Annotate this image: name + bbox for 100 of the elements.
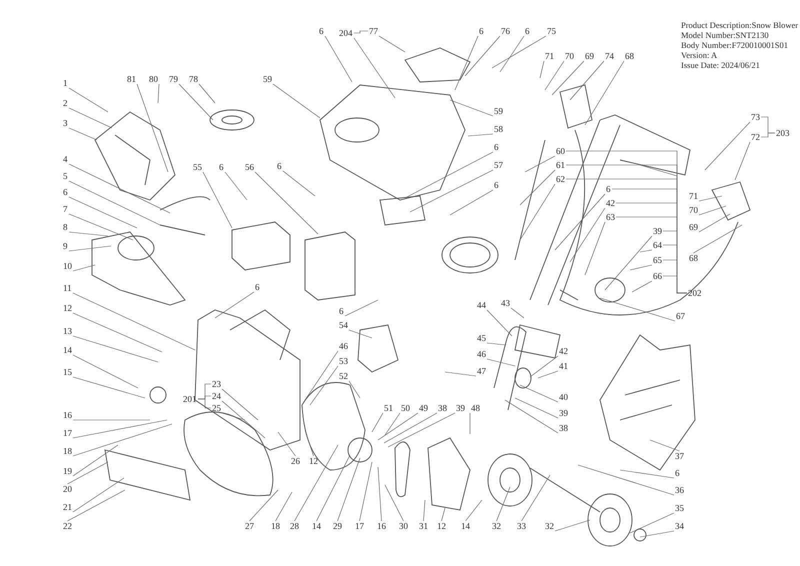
callout-number: 55 xyxy=(192,162,203,172)
leader-line xyxy=(514,398,558,418)
callout-number: 72 xyxy=(750,132,761,142)
callout-number: 6 xyxy=(605,184,612,194)
callout-number: 51 xyxy=(383,403,394,413)
callout-number: 68 xyxy=(624,51,635,61)
leader-line xyxy=(68,128,98,140)
leader-line xyxy=(450,100,494,116)
callout-number: 14 xyxy=(460,521,471,531)
callout-number: 79 xyxy=(168,74,179,84)
callout-number: 58 xyxy=(493,124,504,134)
callout-number: 29 xyxy=(332,521,343,531)
leader-line xyxy=(72,444,118,476)
leader-line xyxy=(68,196,138,228)
callout-number: 38 xyxy=(558,423,569,433)
callout-number: 39 xyxy=(455,403,466,413)
leader-line xyxy=(698,206,726,216)
leader-line xyxy=(275,492,292,522)
callout-number: 54 xyxy=(338,320,349,330)
leader-line xyxy=(282,170,316,196)
callout-number: 59 xyxy=(493,106,504,116)
leader-line xyxy=(72,424,172,456)
leader-line xyxy=(693,224,742,254)
leader-line xyxy=(372,412,384,432)
leader-line xyxy=(354,30,368,34)
leader-line xyxy=(552,60,584,96)
callout-number: 56 xyxy=(244,162,255,172)
leader-line xyxy=(68,214,134,240)
callout-number: 41 xyxy=(558,361,569,371)
leader-line xyxy=(214,292,254,318)
callout-number: 6 xyxy=(318,26,324,36)
leader-line xyxy=(404,152,494,198)
callout-number: 12 xyxy=(308,456,319,466)
callout-number: 78 xyxy=(188,74,199,84)
callout-number: 69 xyxy=(584,51,595,61)
callout-number: 21 xyxy=(62,502,73,512)
leader-line xyxy=(136,84,168,172)
callout-number: 28 xyxy=(289,521,300,531)
leader-line xyxy=(538,370,558,378)
leader-line xyxy=(540,60,544,78)
callout-number: 8 xyxy=(62,222,68,232)
leader-line xyxy=(704,122,750,170)
callout-number: 48 xyxy=(470,403,481,413)
callout-number: 80 xyxy=(148,74,159,84)
leader-line xyxy=(384,484,404,522)
callout-number: 52 xyxy=(338,371,349,381)
leader-line xyxy=(620,470,674,478)
callout-number: 35 xyxy=(674,503,685,513)
leader-line xyxy=(630,512,674,534)
callout-number: 71 xyxy=(688,191,699,201)
leader-line xyxy=(464,36,500,76)
leader-line xyxy=(760,132,776,138)
callout-number: 59 xyxy=(262,74,273,84)
leader-line xyxy=(486,310,512,336)
leader-line xyxy=(222,388,258,420)
leader-line xyxy=(344,300,378,316)
leader-line xyxy=(378,412,418,440)
leader-line xyxy=(662,276,688,294)
leader-line xyxy=(202,172,232,228)
leader-line xyxy=(378,466,382,522)
leader-line xyxy=(530,356,558,378)
leader-line xyxy=(486,358,516,366)
leader-line xyxy=(304,430,314,456)
leader-line xyxy=(544,60,564,90)
leader-line xyxy=(444,372,476,376)
callout-number: 12 xyxy=(436,521,447,531)
callout-number: 17 xyxy=(354,521,365,531)
leader-line xyxy=(450,190,494,216)
leader-line xyxy=(521,474,550,522)
callout-number: 74 xyxy=(604,51,615,61)
callout-number: 4 xyxy=(62,154,68,164)
leader-line xyxy=(468,134,494,136)
leader-line xyxy=(640,250,652,252)
leader-line xyxy=(504,400,558,434)
callout-number: 64 xyxy=(652,240,663,250)
callout-number: 203 xyxy=(775,128,790,138)
callout-number: 11 xyxy=(62,283,73,293)
callout-number: 10 xyxy=(62,261,73,271)
callout-number: 25 xyxy=(211,403,222,413)
leader-line xyxy=(454,36,478,90)
leader-line xyxy=(72,354,138,388)
callout-number: 16 xyxy=(376,521,387,531)
callout-number: 68 xyxy=(688,253,699,263)
leader-line xyxy=(578,464,674,496)
callout-number: 6 xyxy=(493,142,500,152)
leader-line xyxy=(348,380,360,398)
leader-line xyxy=(222,400,266,438)
callout-number: 37 xyxy=(674,451,685,461)
callout-number: 6 xyxy=(524,26,530,36)
leader-line xyxy=(510,308,524,318)
callout-number: 12 xyxy=(62,303,73,313)
callout-number: 61 xyxy=(555,160,566,170)
leader-line xyxy=(68,232,108,236)
leader-line xyxy=(500,36,524,72)
leader-line xyxy=(698,196,722,202)
callout-number: 26 xyxy=(290,456,301,466)
callout-number: 70 xyxy=(688,205,699,215)
leader-line xyxy=(272,84,320,118)
callout-number: 38 xyxy=(437,403,448,413)
callout-number: 73 xyxy=(750,112,761,122)
